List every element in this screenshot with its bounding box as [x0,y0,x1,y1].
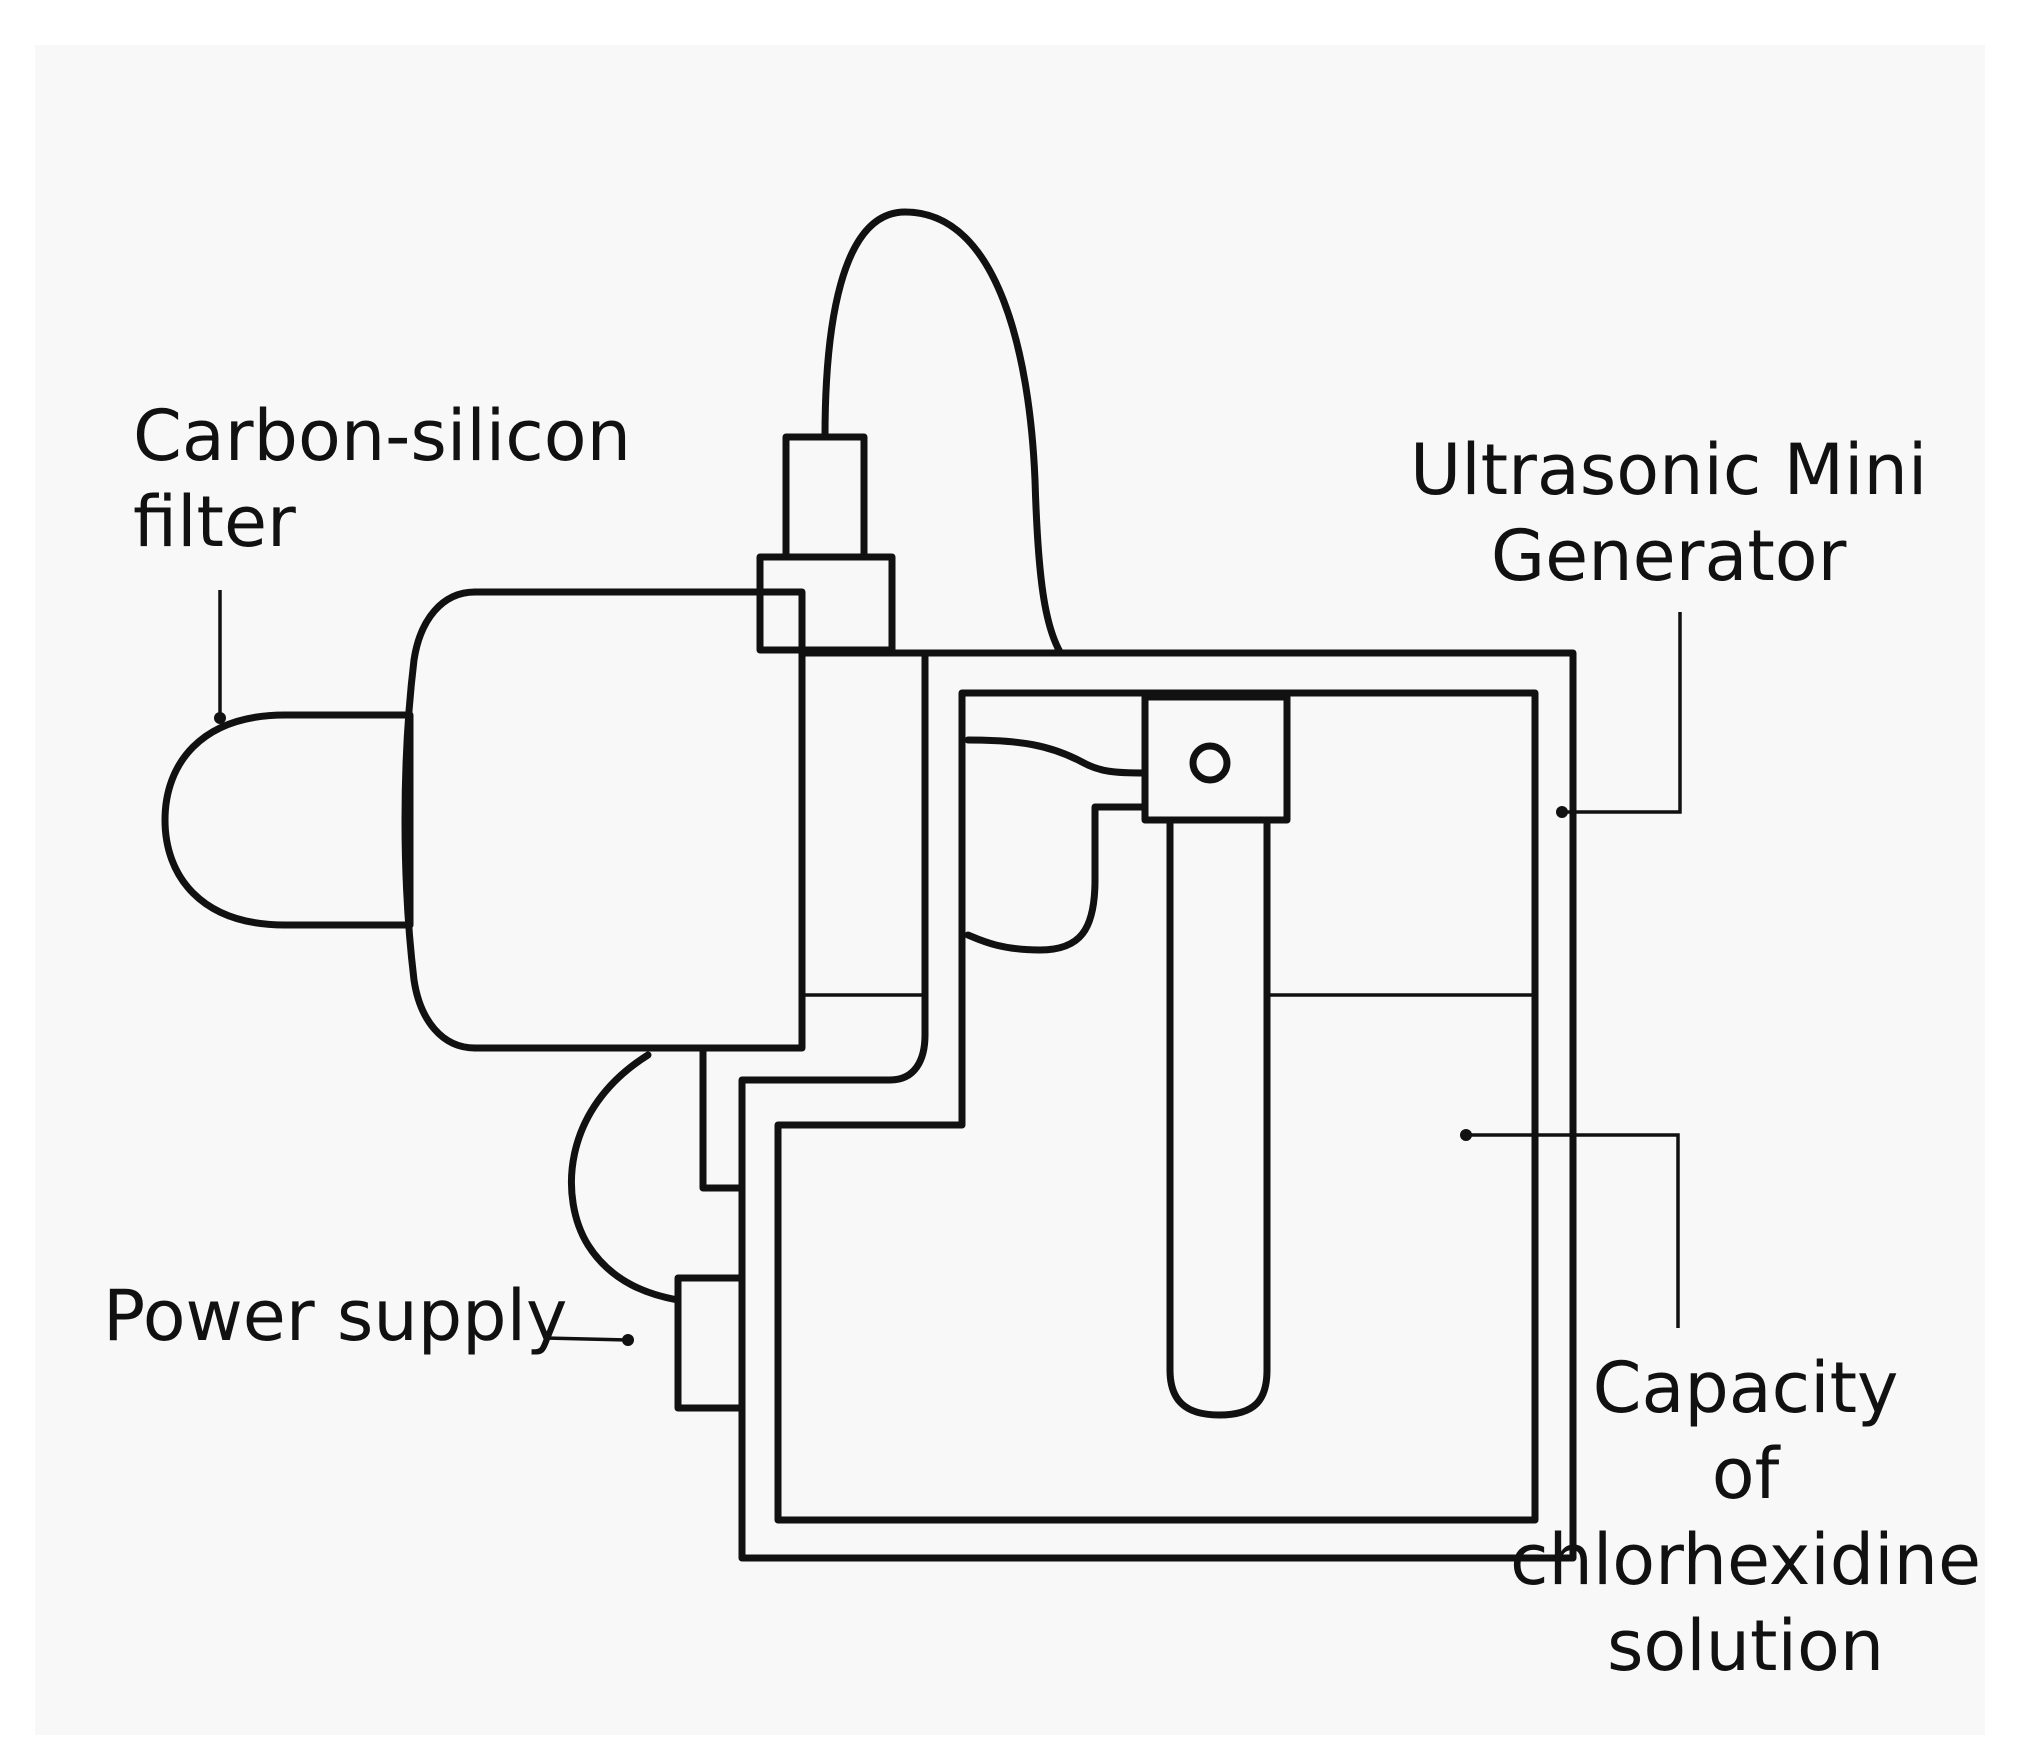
transducer-port-icon [1189,742,1231,784]
label-capacity-line-2: of [1711,1433,1780,1515]
label-filter-line-1: Carbon-silicon [133,395,631,477]
power-plug [674,1274,746,1412]
inner-tank [774,689,1539,1524]
label-power: Power supply [103,1273,567,1359]
label-filter: Carbon-silicon filter [133,393,631,565]
label-filter-line-2: filter [133,481,296,563]
label-capacity-line-3: chlorhexidine [1510,1519,1982,1601]
label-generator: Ultrasonic Mini Generator [1410,427,1927,599]
label-capacity-line-1: Capacity [1592,1347,1899,1429]
leader-power [544,1334,634,1346]
leader-generator [1556,612,1682,818]
label-generator-line-2: Generator [1490,515,1847,597]
transducer-probe [1166,816,1271,1419]
power-cable [567,1051,682,1304]
label-capacity: Capacity of chlorhexidine solution [1510,1345,1981,1689]
top-cable [821,208,1064,656]
pump-base-wall [699,1044,746,1192]
transducer-head [1141,693,1291,824]
leader-capacity [1460,1129,1680,1328]
filter-mesh [161,711,414,929]
pump-body [401,588,806,1052]
inner-hose [964,736,1149,954]
outer-tank [738,649,1577,1562]
label-capacity-line-4: solution [1606,1605,1885,1687]
label-generator-line-1: Ultrasonic Mini [1410,429,1928,511]
label-power-line-1: Power supply [103,1275,568,1357]
leader-filter [214,590,226,724]
